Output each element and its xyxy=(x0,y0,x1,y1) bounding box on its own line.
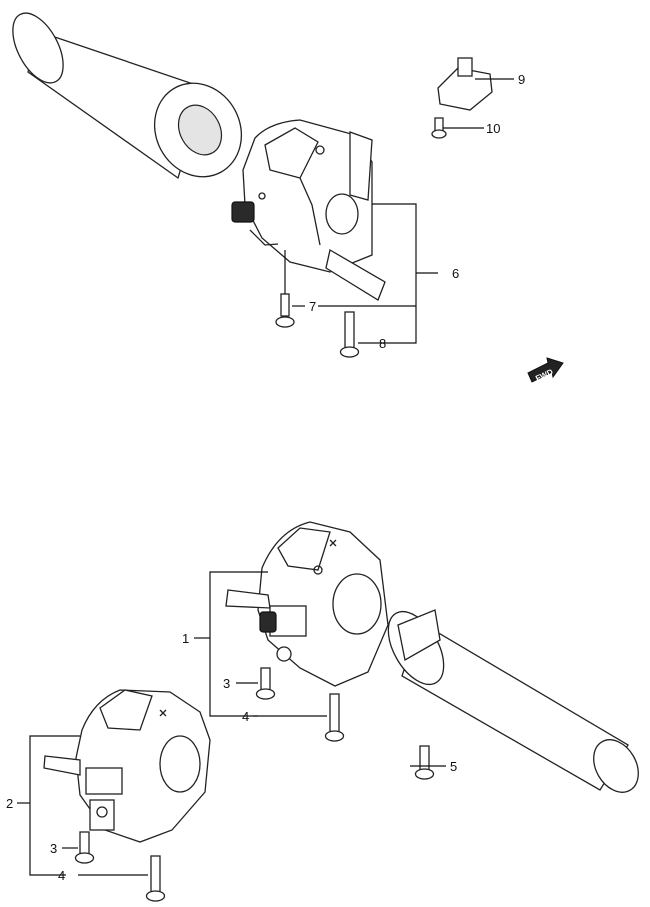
screw-part-4-upper xyxy=(324,693,345,742)
callout-7: 7 xyxy=(309,299,316,314)
callout-9: 9 xyxy=(518,72,525,87)
fwd-direction-arrow-icon: FWD xyxy=(527,357,564,383)
callout-10: 10 xyxy=(486,121,500,136)
callout-5: 5 xyxy=(450,759,457,774)
callout-2: 2 xyxy=(6,796,13,811)
callout-4-lower: 4 xyxy=(58,868,65,883)
switch-housing-part-2 xyxy=(43,689,211,843)
connector-part-9 xyxy=(437,57,493,111)
screw-part-10 xyxy=(431,117,447,139)
screw-part-3-upper xyxy=(255,667,276,700)
screw-part-5 xyxy=(414,745,435,780)
screw-part-4-lower xyxy=(145,855,166,902)
callout-4-upper: 4 xyxy=(242,709,249,724)
leader-lines-lower xyxy=(17,571,446,876)
leader-lines-upper xyxy=(284,78,514,344)
screw-part-8 xyxy=(339,311,360,358)
callout-3-lower: 3 xyxy=(50,841,57,856)
switch-housing-upper xyxy=(231,119,386,301)
callout-1: 1 xyxy=(182,631,189,646)
throttle-grip-upper xyxy=(12,12,243,180)
throttle-grip-lower xyxy=(387,609,639,793)
screw-part-7 xyxy=(275,293,295,328)
switch-housing-part-1 xyxy=(225,521,389,687)
callout-8: 8 xyxy=(379,336,386,351)
callout-6: 6 xyxy=(452,266,459,281)
screw-part-3-lower xyxy=(74,831,95,864)
callout-3-upper: 3 xyxy=(223,676,230,691)
